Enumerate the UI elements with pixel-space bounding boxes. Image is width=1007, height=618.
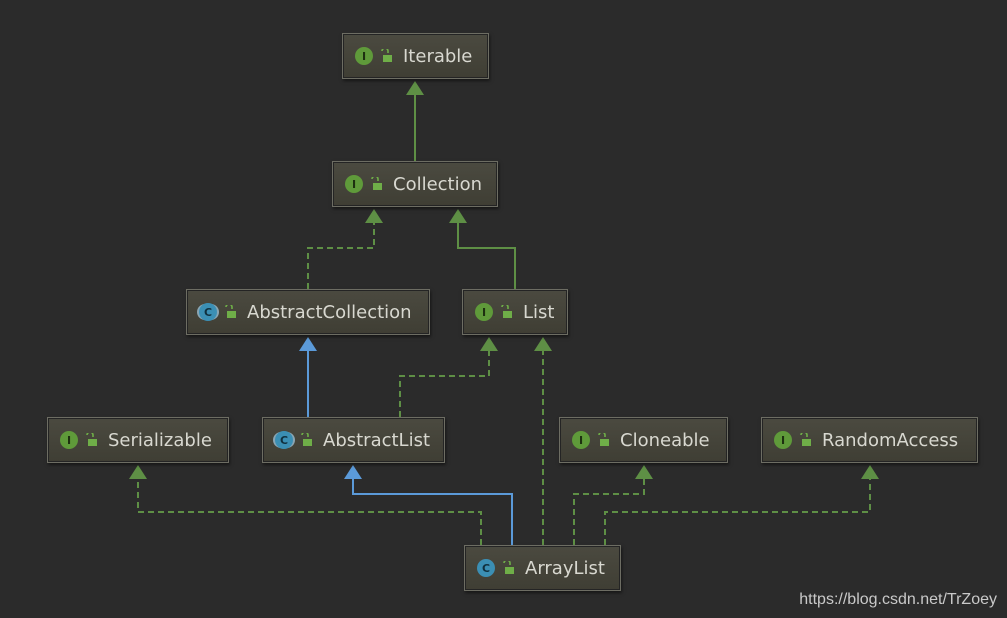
interface-icon: I	[60, 431, 78, 449]
edge-line	[457, 223, 516, 289]
arrowhead	[534, 337, 552, 351]
arrowhead	[449, 209, 467, 223]
node-list[interactable]: I List	[462, 289, 568, 335]
lock-open-icon	[381, 49, 392, 62]
edge-array-list-to-abstract-list	[344, 465, 513, 545]
interface-icon: I	[345, 175, 363, 193]
node-label: List	[523, 301, 555, 323]
edge-line	[573, 479, 645, 545]
arrowhead	[365, 209, 383, 223]
node-label: ArrayList	[525, 557, 605, 579]
lock-open-icon	[86, 433, 97, 446]
edge-abstract-collection-to-collection	[307, 209, 383, 289]
lock-open-icon	[501, 305, 512, 318]
arrowhead	[406, 81, 424, 95]
arrowhead	[129, 465, 147, 479]
edge-array-list-to-list	[534, 337, 552, 545]
lock-open-icon	[301, 433, 312, 446]
edge-collection-to-iterable	[406, 81, 424, 161]
class-icon: C	[477, 559, 495, 577]
arrowhead	[480, 337, 498, 351]
node-iterable[interactable]: I Iterable	[342, 33, 489, 79]
node-label: AbstractCollection	[247, 301, 412, 323]
edge-abstract-list-to-list	[399, 337, 498, 417]
lock-open-icon	[225, 305, 236, 318]
node-collection[interactable]: I Collection	[332, 161, 498, 207]
interface-icon: I	[355, 47, 373, 65]
node-random-access[interactable]: I RandomAccess	[761, 417, 978, 463]
edge-line	[352, 479, 513, 545]
interface-icon: I	[774, 431, 792, 449]
edge-array-list-to-cloneable	[573, 465, 653, 545]
interface-icon: I	[475, 303, 493, 321]
lock-open-icon	[800, 433, 811, 446]
edge-line	[137, 479, 482, 545]
node-label: RandomAccess	[822, 429, 959, 451]
node-abstract-list[interactable]: C AbstractList	[262, 417, 445, 463]
node-label: Collection	[393, 173, 483, 195]
node-cloneable[interactable]: I Cloneable	[559, 417, 728, 463]
lock-open-icon	[371, 177, 382, 190]
lock-open-icon	[503, 561, 514, 574]
edge-line	[604, 479, 871, 545]
edge-line	[399, 351, 490, 417]
abstract-class-icon: C	[199, 303, 217, 321]
arrowhead	[344, 465, 362, 479]
node-label: Serializable	[108, 429, 212, 451]
node-abstract-collection[interactable]: C AbstractCollection	[186, 289, 430, 335]
interface-icon: I	[572, 431, 590, 449]
watermark: https://blog.csdn.net/TrZoey	[799, 591, 997, 608]
edge-array-list-to-serializable	[129, 465, 482, 545]
edge-line	[307, 223, 375, 289]
node-serializable[interactable]: I Serializable	[47, 417, 229, 463]
edge-abstract-list-to-abstract-collection	[299, 337, 317, 417]
node-array-list[interactable]: C ArrayList	[464, 545, 621, 591]
node-label: AbstractList	[323, 429, 431, 451]
arrowhead	[635, 465, 653, 479]
lock-open-icon	[598, 433, 609, 446]
abstract-class-icon: C	[275, 431, 293, 449]
edge-array-list-to-random-access	[604, 465, 879, 545]
node-label: Cloneable	[620, 429, 710, 451]
node-label: Iterable	[403, 45, 473, 67]
arrowhead	[861, 465, 879, 479]
edge-list-to-collection	[449, 209, 516, 289]
arrowhead	[299, 337, 317, 351]
